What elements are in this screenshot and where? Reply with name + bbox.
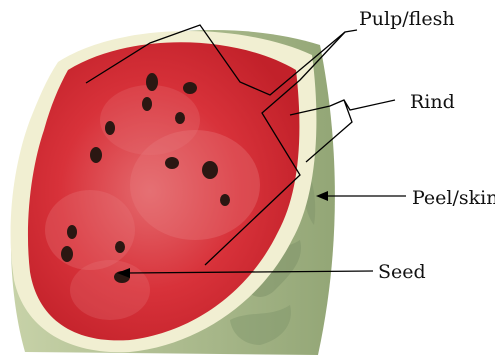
seed xyxy=(220,194,230,206)
seed xyxy=(105,121,115,135)
seed xyxy=(146,73,158,91)
label-seed: Seed xyxy=(378,261,426,283)
seed xyxy=(90,147,102,163)
seed xyxy=(202,161,218,179)
seed xyxy=(142,97,152,111)
seed xyxy=(165,157,179,169)
label-rind: Rind xyxy=(410,91,455,113)
seed xyxy=(175,112,185,124)
seed xyxy=(67,225,77,239)
label-peel-skin: Peel/skin xyxy=(412,187,495,209)
seed xyxy=(183,82,197,94)
seed xyxy=(61,246,73,262)
seed xyxy=(115,241,125,253)
label-pulp-flesh: Pulp/flesh xyxy=(359,8,455,30)
